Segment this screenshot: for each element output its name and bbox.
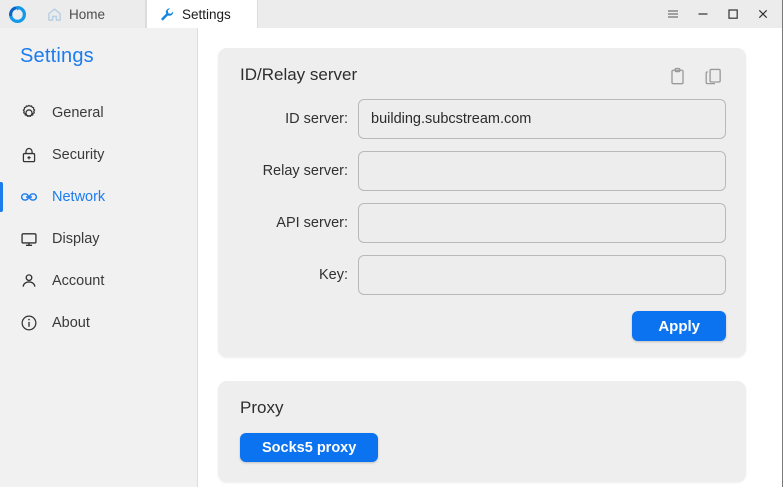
hamburger-icon[interactable] xyxy=(658,0,688,28)
relay-server-label: Relay server: xyxy=(262,163,348,179)
field-row-key: Key: xyxy=(234,255,726,295)
api-server-input[interactable] xyxy=(358,203,726,243)
window-tabs: Home Settings xyxy=(34,0,258,28)
server-form: ID server: Relay server: API server: Key… xyxy=(234,99,726,341)
key-input[interactable] xyxy=(358,255,726,295)
sidebar-list: General Security xyxy=(0,92,197,344)
gear-icon xyxy=(19,104,38,123)
proxy-card: Proxy Socks5 proxy xyxy=(218,381,746,482)
copy-icon[interactable] xyxy=(702,65,724,87)
sidebar-item-security-label: Security xyxy=(52,147,105,163)
id-server-label: ID server: xyxy=(285,111,348,127)
home-icon xyxy=(46,6,62,22)
tab-home[interactable]: Home xyxy=(34,0,146,28)
app-logo xyxy=(0,0,34,28)
lock-icon xyxy=(19,146,38,165)
key-label: Key: xyxy=(318,267,348,283)
sidebar-item-network-label: Network xyxy=(52,189,106,205)
refresh-circle-logo-icon xyxy=(8,5,26,23)
api-server-label: API server: xyxy=(276,215,348,231)
link-icon xyxy=(19,188,38,207)
sidebar-item-about[interactable]: About xyxy=(0,302,197,344)
sidebar-item-general-label: General xyxy=(52,105,104,121)
monitor-icon xyxy=(19,230,38,249)
sidebar-item-display[interactable]: Display xyxy=(0,218,197,260)
settings-sidebar: Settings General xyxy=(0,28,198,487)
apply-button[interactable]: Apply xyxy=(632,311,726,341)
sidebar-item-account[interactable]: Account xyxy=(0,260,197,302)
window-body: Settings General xyxy=(0,28,782,487)
sidebar-item-display-label: Display xyxy=(52,231,100,247)
card-header: ID/Relay server xyxy=(234,65,726,87)
close-icon[interactable] xyxy=(748,0,778,28)
minimize-icon[interactable] xyxy=(688,0,718,28)
title-bar: Home Settings xyxy=(0,0,782,28)
wrench-icon xyxy=(159,6,175,22)
tab-settings[interactable]: Settings xyxy=(146,0,258,28)
field-row-relay-server: Relay server: xyxy=(234,151,726,191)
sidebar-item-account-label: Account xyxy=(52,273,105,289)
settings-content: ID/Relay server xyxy=(198,28,782,487)
window-controls xyxy=(658,0,782,28)
field-row-id-server: ID server: xyxy=(234,99,726,139)
sidebar-item-network[interactable]: Network xyxy=(0,176,197,218)
maximize-icon[interactable] xyxy=(718,0,748,28)
field-row-api-server: API server: xyxy=(234,203,726,243)
relay-server-input[interactable] xyxy=(358,151,726,191)
tab-settings-label: Settings xyxy=(182,6,231,22)
sidebar-title: Settings xyxy=(20,45,94,67)
id-server-input[interactable] xyxy=(358,99,726,139)
card-action-buttons xyxy=(666,65,726,87)
socks5-proxy-button[interactable]: Socks5 proxy xyxy=(240,433,379,462)
id-relay-server-card: ID/Relay server xyxy=(218,48,746,357)
person-icon xyxy=(19,272,38,291)
info-icon xyxy=(19,314,38,333)
id-relay-card-title: ID/Relay server xyxy=(240,65,358,84)
sidebar-item-about-label: About xyxy=(52,315,90,331)
sidebar-item-security[interactable]: Security xyxy=(0,134,197,176)
proxy-button-row: Socks5 proxy xyxy=(234,433,726,462)
proxy-card-title: Proxy xyxy=(240,398,284,417)
tab-home-label: Home xyxy=(69,6,106,22)
apply-row: Apply xyxy=(234,307,726,341)
paste-icon[interactable] xyxy=(666,65,688,87)
sidebar-item-general[interactable]: General xyxy=(0,92,197,134)
